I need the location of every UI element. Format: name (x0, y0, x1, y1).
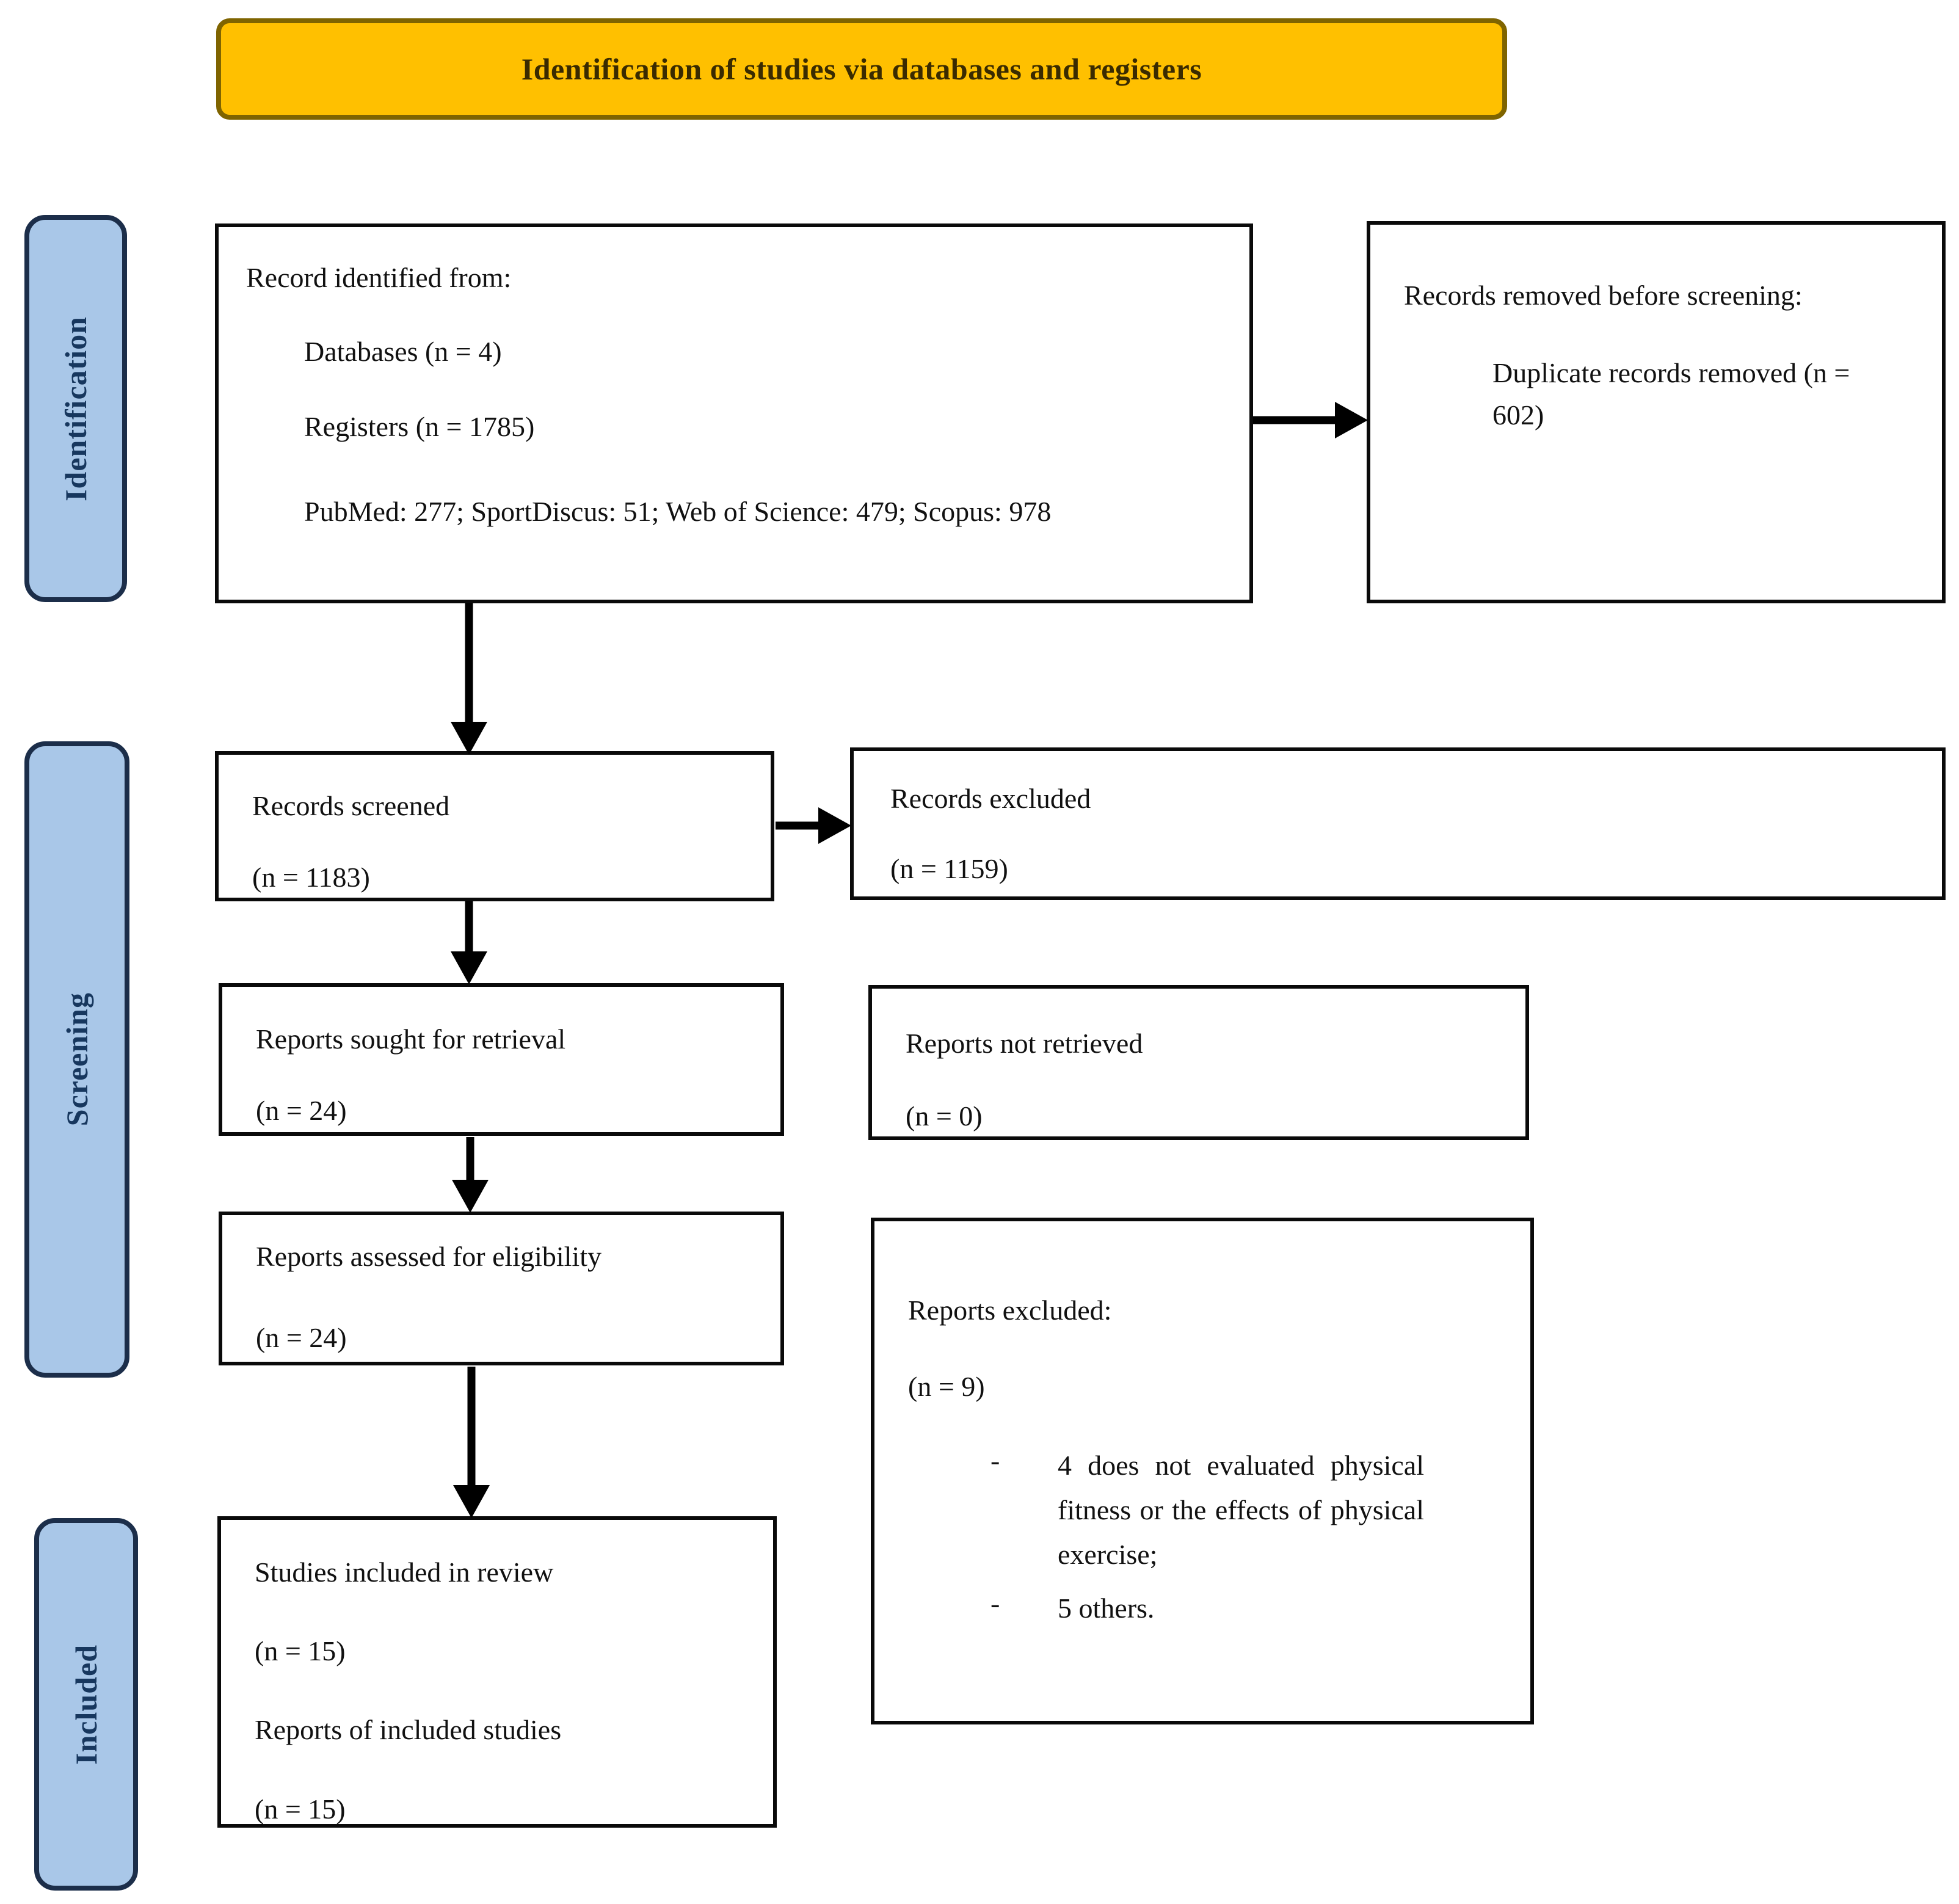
studies-included-count: (n = 15) (255, 1635, 346, 1667)
reports-excluded-count: (n = 9) (908, 1371, 985, 1403)
reports-not-retrieved-title: Reports not retrieved (906, 1028, 1143, 1059)
stage-label-identification: Identification (59, 316, 93, 501)
box-reports-excluded: Reports excluded: (n = 9) - 4 does not e… (871, 1218, 1534, 1724)
reports-sought-count: (n = 24) (256, 1095, 347, 1127)
box-studies-included: Studies included in review (n = 15) Repo… (217, 1516, 777, 1828)
bullet-dash: - (990, 1588, 1000, 1619)
stage-pill-screening: Screening (24, 741, 129, 1378)
reason-text: 5 others. (1058, 1593, 1155, 1624)
arrow-sought-to-assessed (452, 1137, 489, 1213)
records-identified-sources: PubMed: 277; SportDiscus: 51; Web of Sci… (304, 495, 1052, 527)
records-removed-detail: Duplicate records removed (n = 602) (1492, 357, 1850, 431)
box-reports-assessed: Reports assessed for eligibility (n = 24… (219, 1212, 784, 1365)
reports-excluded-title: Reports excluded: (908, 1295, 1112, 1326)
stage-pill-identification: Identification (24, 215, 127, 602)
reports-assessed-title: Reports assessed for eligibility (256, 1241, 602, 1272)
stage-label-screening: Screening (60, 992, 94, 1127)
box-records-removed: Records removed before screening: Duplic… (1367, 221, 1946, 603)
arrow-screened-to-sought (451, 901, 487, 984)
reports-assessed-count: (n = 24) (256, 1322, 347, 1354)
arrow-identified-to-screened (451, 603, 487, 755)
reports-sought-title: Reports sought for retrieval (256, 1023, 566, 1055)
box-reports-not-retrieved: Reports not retrieved (n = 0) (868, 985, 1529, 1140)
records-identified-title: Record identified from: (246, 262, 512, 293)
box-reports-sought: Reports sought for retrieval (n = 24) (219, 983, 784, 1136)
diagram-title: Identification of studies via databases … (521, 52, 1202, 86)
arrow-assessed-to-included (453, 1367, 490, 1518)
reports-not-retrieved-count: (n = 0) (906, 1100, 983, 1132)
records-screened-count: (n = 1183) (252, 862, 370, 893)
reason-item: - 5 others. (990, 1586, 1497, 1631)
box-records-identified: Record identified from: Databases (n = 4… (215, 223, 1253, 603)
records-excluded-count: (n = 1159) (890, 853, 1008, 885)
stage-label-included: Included (69, 1644, 103, 1765)
records-screened-title: Records screened (252, 790, 450, 821)
box-records-screened: Records screened (n = 1183) (215, 751, 774, 901)
records-identified-registers: Registers (n = 1785) (304, 411, 535, 443)
records-identified-databases: Databases (n = 4) (304, 336, 502, 368)
arrow-screened-to-excluded (776, 807, 851, 844)
records-removed-title: Records removed before screening: (1404, 280, 1803, 311)
bullet-dash: - (990, 1445, 1000, 1477)
arrow-identified-to-removed (1253, 402, 1368, 438)
reason-text: 4 does not evaluated physical fitness or… (1058, 1450, 1424, 1570)
reports-excluded-reason-list: - 4 does not evaluated physical fitness … (990, 1444, 1497, 1631)
studies-included-title: Studies included in review (255, 1557, 554, 1588)
reason-item: - 4 does not evaluated physical fitness … (990, 1444, 1497, 1577)
reports-included-count: (n = 15) (255, 1793, 346, 1825)
stage-pill-included: Included (34, 1518, 138, 1891)
records-excluded-title: Records excluded (890, 783, 1091, 814)
box-records-excluded: Records excluded (n = 1159) (850, 747, 1946, 900)
reports-included-title: Reports of included studies (255, 1714, 562, 1746)
diagram-title-banner: Identification of studies via databases … (216, 18, 1507, 120)
